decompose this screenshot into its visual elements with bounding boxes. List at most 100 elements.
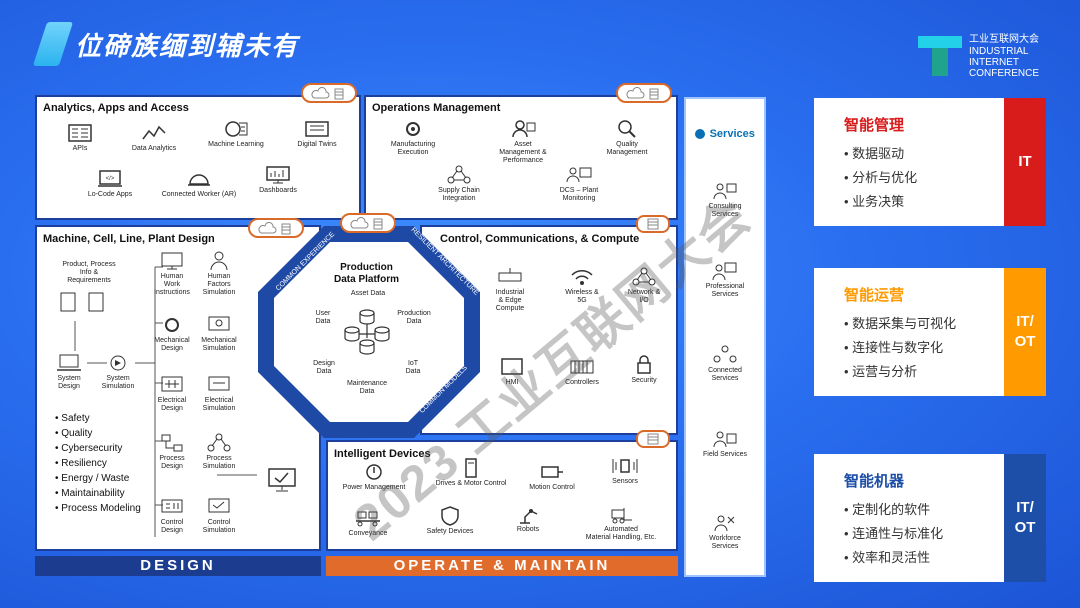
card-title: 智能运营 bbox=[844, 287, 905, 304]
digital-twins-icon bbox=[305, 121, 329, 137]
design-band: DESIGN bbox=[35, 556, 321, 576]
network-people-icon bbox=[447, 165, 471, 184]
process-design-label: Process Design bbox=[159, 455, 185, 470]
dashboard-icon bbox=[266, 166, 290, 184]
connected-worker-label: Connected Worker (AR) bbox=[161, 191, 237, 198]
attr-cybersecurity: Cybersecurity bbox=[55, 441, 141, 456]
flow-arrows bbox=[74, 266, 257, 537]
machine-learning-label: Machine Learning bbox=[208, 141, 264, 148]
human-factors-item: Human Factors Simulation bbox=[193, 251, 245, 297]
workforce-icon bbox=[714, 515, 735, 532]
dashboards-label: Dashboards bbox=[259, 187, 297, 194]
laptop-icon bbox=[57, 354, 81, 371]
digital-twins-label: Digital Twins bbox=[297, 141, 337, 148]
controllers-item: Controllers bbox=[554, 357, 610, 387]
card-item: 数据驱动 bbox=[844, 142, 917, 166]
card-side-label: IT bbox=[1004, 98, 1046, 226]
presenter-icon bbox=[712, 262, 737, 281]
consulting-services-item: Consulting Services bbox=[690, 181, 760, 219]
card-side-label: IT/ OT bbox=[1004, 268, 1046, 396]
operations-panel: Operations Management Manufacturing Exec… bbox=[364, 83, 678, 220]
iot-data: IoT Data bbox=[405, 360, 421, 375]
conveyance-item: Conveyance bbox=[338, 508, 398, 538]
data-analytics-label: Data Analytics bbox=[131, 145, 177, 152]
machine-learning-item: Machine Learning bbox=[201, 119, 271, 149]
safety-devices-label: Safety Devices bbox=[426, 528, 474, 535]
plc-icon bbox=[570, 360, 594, 374]
svg-text:</>: </> bbox=[106, 176, 115, 182]
circuit-icon bbox=[161, 376, 183, 392]
process-design-item: Process Design bbox=[147, 433, 197, 471]
data-analytics-icon bbox=[142, 125, 166, 140]
conference-logo-text: 工业互联网大会 INDUSTRIAL INTERNET CONFERENCE bbox=[969, 34, 1040, 79]
digital-twins-item: Digital Twins bbox=[287, 119, 347, 149]
attr-process-modeling: Process Modeling bbox=[55, 501, 140, 516]
operations-title: Operations Management bbox=[372, 102, 501, 114]
mes-item: Manufacturing Execution bbox=[378, 119, 448, 157]
control-sim-item: Control Simulation bbox=[193, 497, 245, 535]
services-logo: Services bbox=[692, 125, 758, 143]
platform-octagon bbox=[258, 226, 480, 438]
card-item: 定制化的软件 bbox=[844, 498, 943, 522]
conference-logo-icon bbox=[918, 36, 962, 76]
wireless-item: Wireless & 5G bbox=[552, 267, 612, 305]
title-decoration bbox=[32, 22, 74, 66]
amh-label: Automated Material Handling, Etc. bbox=[585, 526, 657, 541]
process-sim-item: Process Simulation bbox=[193, 433, 245, 471]
electrical-design-label: Electrical Design bbox=[157, 397, 187, 412]
mechanical-sim-label: Mechanical Simulation bbox=[201, 337, 237, 352]
asset-management-item: Asset Management & Performance bbox=[486, 119, 560, 165]
services-panel: Services Consulting Services Professiona… bbox=[684, 97, 766, 577]
product-info-item: Product, Process Info & Requirements bbox=[62, 261, 116, 284]
workforce-services-item: Workforce Services bbox=[690, 513, 760, 551]
wifi-icon bbox=[571, 270, 593, 285]
robot-arm-icon bbox=[520, 509, 538, 524]
person-icon bbox=[210, 251, 228, 271]
design-attributes-list: Safety Quality Cybersecurity Resiliency … bbox=[55, 411, 141, 516]
cloud-tag bbox=[340, 213, 396, 233]
asset-management-label: Asset Management & Performance bbox=[499, 141, 547, 164]
cloud-icon bbox=[258, 222, 291, 235]
lock-icon bbox=[637, 355, 651, 374]
system-design-label: System Design bbox=[57, 375, 81, 390]
monitor-icon bbox=[161, 252, 183, 270]
card-title: 智能管理 bbox=[844, 117, 905, 134]
network-io-label: Network & I/O bbox=[627, 289, 661, 304]
table-icon bbox=[647, 433, 659, 445]
hmi-item: HMI bbox=[492, 357, 532, 387]
connected-services-label: Connected Services bbox=[708, 367, 742, 382]
drives-label: Drives & Motor Control bbox=[435, 480, 507, 487]
security-label: Security bbox=[631, 377, 657, 384]
drives-item: Drives & Motor Control bbox=[426, 458, 516, 488]
apis-item: APIs bbox=[55, 123, 105, 153]
supply-chain-item: Supply Chain Integration bbox=[424, 165, 494, 203]
card-list: 数据采集与可视化 连接性与数字化 运营与分析 bbox=[844, 312, 956, 384]
cloud-tag bbox=[616, 83, 672, 103]
card-item: 连通性与标准化 bbox=[844, 522, 943, 546]
motion-control-item: Motion Control bbox=[522, 462, 582, 492]
lo-code-apps-label: Lo-Code Apps bbox=[87, 191, 133, 198]
network-icon bbox=[207, 433, 231, 452]
design-title: Machine, Cell, Line, Plant Design bbox=[43, 233, 215, 245]
sensors-item: Sensors bbox=[600, 456, 650, 486]
design-data: Design Data bbox=[313, 360, 335, 375]
electrical-sim-item: Electrical Simulation bbox=[193, 375, 245, 413]
motor-icon bbox=[541, 466, 563, 478]
cloud-icon bbox=[350, 217, 383, 230]
shield-icon bbox=[441, 506, 459, 526]
document-icon bbox=[60, 292, 104, 312]
power-management-item: Power Management bbox=[334, 462, 414, 492]
controller-icon bbox=[161, 499, 183, 513]
card-smart-operations: 智能运营 数据采集与可视化 连接性与数字化 运营与分析 IT/ OT bbox=[814, 268, 1046, 396]
mes-label: Manufacturing Execution bbox=[390, 141, 436, 156]
hmi-label: HMI bbox=[505, 379, 519, 386]
brain-icon bbox=[225, 121, 248, 137]
cloud-tag bbox=[248, 218, 304, 238]
data-analytics-item: Data Analytics bbox=[119, 123, 189, 153]
magnifier-icon bbox=[618, 120, 636, 138]
attr-safety: Safety bbox=[55, 411, 141, 426]
human-work-item: Human Work Instructions bbox=[147, 251, 197, 297]
card-list: 定制化的软件 连通性与标准化 效率和灵活性 bbox=[844, 498, 943, 570]
power-management-label: Power Management bbox=[342, 484, 406, 491]
devices-panel: Intelligent Devices Power Management Dri… bbox=[326, 430, 678, 551]
